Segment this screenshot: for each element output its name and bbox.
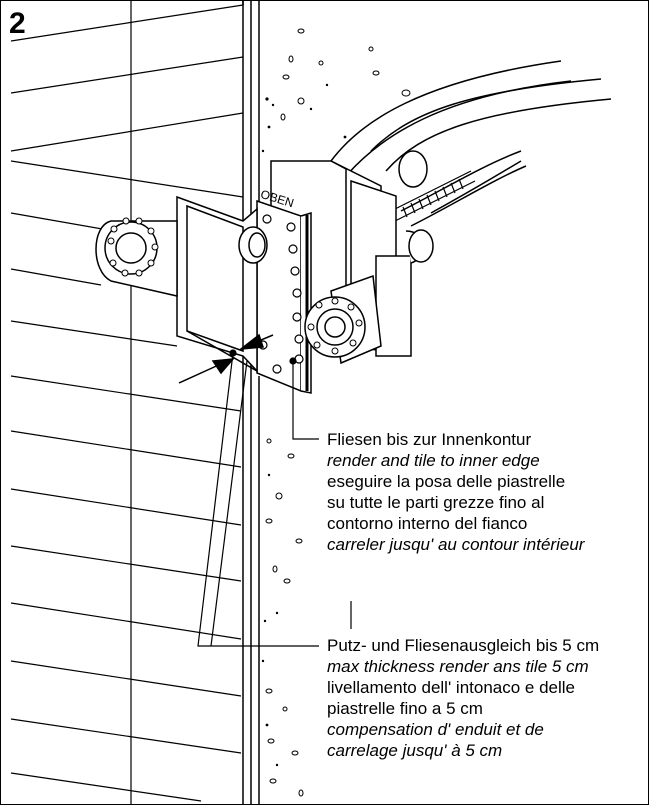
callout-line: render and tile to inner edge <box>327 451 540 470</box>
supply-pipes <box>330 60 612 227</box>
callout-line: Fliesen bis zur Innenkontur <box>327 430 532 449</box>
left-flange <box>95 220 178 297</box>
corrugated-hose <box>390 170 476 222</box>
callout-line: contorno interno del fianco <box>327 514 528 533</box>
callout-thickness: Putz- und Fliesenausgleich bis 5 cm max … <box>327 635 599 761</box>
callout-inner-edge: Fliesen bis zur Innenkontur render and t… <box>327 429 584 555</box>
callout-line: Putz- und Fliesenausgleich bis 5 cm <box>327 636 600 655</box>
side-port <box>238 226 268 264</box>
tile-joints <box>10 1 244 804</box>
callout-line: eseguire la posa delle piastrelle <box>327 472 566 491</box>
callout-line: su tutte le parti grezze fino al <box>327 493 545 512</box>
render-dots <box>261 83 347 767</box>
wall-edge <box>242 1 260 804</box>
callout-line: carrelage jusqu' à 5 cm <box>327 741 503 760</box>
callout-line: max thickness render ans tile 5 cm <box>327 657 589 676</box>
callout-line: carreler jusqu' au contour intérieur <box>327 535 585 554</box>
callout-line: piastrelle fino a 5 cm <box>327 699 483 718</box>
front-port-holes <box>307 297 363 355</box>
render-texture <box>265 28 411 797</box>
wall-recess <box>176 195 258 373</box>
step-number: 2 <box>9 7 26 40</box>
leader-lines <box>197 349 352 647</box>
flange-plate <box>256 199 312 394</box>
callout-line: compensation d' enduit et de <box>327 720 544 739</box>
arrows <box>178 333 274 384</box>
left-flange-holes <box>107 217 159 277</box>
callout-line: livellamento dell' intonaco e delle <box>327 678 576 697</box>
